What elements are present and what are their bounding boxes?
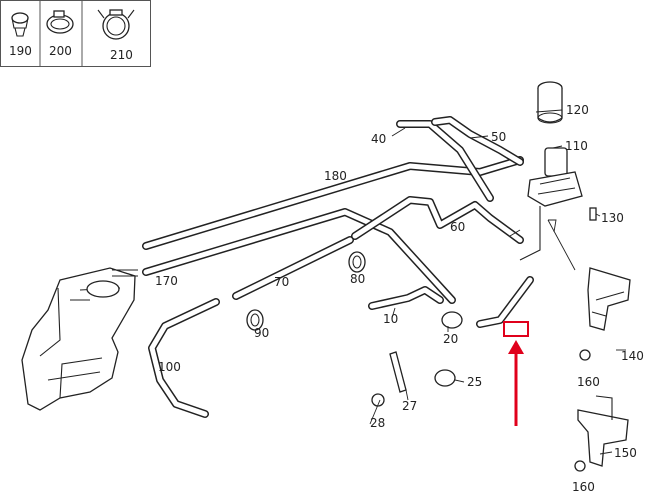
label-25[interactable]: 25	[467, 375, 482, 389]
label-180[interactable]: 180	[324, 169, 347, 183]
push-clip-icon[interactable]	[11, 12, 29, 37]
coolant-reservoir	[21, 267, 138, 411]
highlight-box[interactable]	[503, 321, 529, 337]
legend-label-200: 200	[49, 44, 72, 58]
red-arrow-head-icon	[508, 340, 524, 354]
label-130[interactable]: 130	[601, 211, 624, 225]
label-100[interactable]: 100	[158, 360, 181, 374]
label-50[interactable]: 50	[491, 130, 506, 144]
legend-frame	[0, 0, 151, 67]
label-80[interactable]: 80	[350, 272, 365, 286]
highlight-callout	[503, 321, 529, 426]
legend-label-190: 190	[9, 44, 32, 58]
part-90	[246, 309, 264, 331]
label-150[interactable]: 150	[614, 446, 637, 460]
pump-120	[537, 81, 563, 124]
label-140[interactable]: 140	[621, 349, 644, 363]
bolt-160	[579, 349, 591, 361]
label-70[interactable]: 70	[274, 275, 289, 289]
label-28[interactable]: 28	[370, 416, 385, 430]
label-10[interactable]: 10	[383, 312, 398, 326]
legend-table: 190 200 210	[0, 0, 151, 67]
part-28	[371, 393, 385, 407]
label-110[interactable]: 110	[565, 139, 588, 153]
spring-clamp-icon[interactable]	[97, 9, 135, 40]
part-130	[589, 207, 597, 221]
label-27[interactable]: 27	[402, 399, 417, 413]
small-parts	[246, 207, 597, 407]
bracket-140	[579, 267, 631, 361]
hose-clamp-icon[interactable]	[46, 10, 74, 34]
label-160-upper[interactable]: 160	[577, 375, 600, 389]
bolt-160-lower	[574, 460, 586, 472]
label-20[interactable]: 20	[443, 332, 458, 346]
part-80	[348, 251, 366, 273]
callout-labels: 10 20 25 27 28 40 50 60 70 80 90 100 110…	[155, 103, 644, 494]
part-25	[434, 369, 456, 387]
part-20	[441, 311, 463, 329]
bracket-150	[574, 395, 629, 472]
label-60[interactable]: 60	[450, 220, 465, 234]
part-27	[389, 351, 407, 393]
legend-label-210: 210	[110, 48, 133, 62]
label-40[interactable]: 40	[371, 132, 386, 146]
label-160-lower[interactable]: 160	[572, 480, 595, 494]
label-90[interactable]: 90	[254, 326, 269, 340]
label-120[interactable]: 120	[566, 103, 589, 117]
leader-lines	[369, 109, 626, 455]
valve-assembly-110	[519, 147, 583, 261]
hoses	[142, 116, 534, 418]
label-170[interactable]: 170	[155, 274, 178, 288]
